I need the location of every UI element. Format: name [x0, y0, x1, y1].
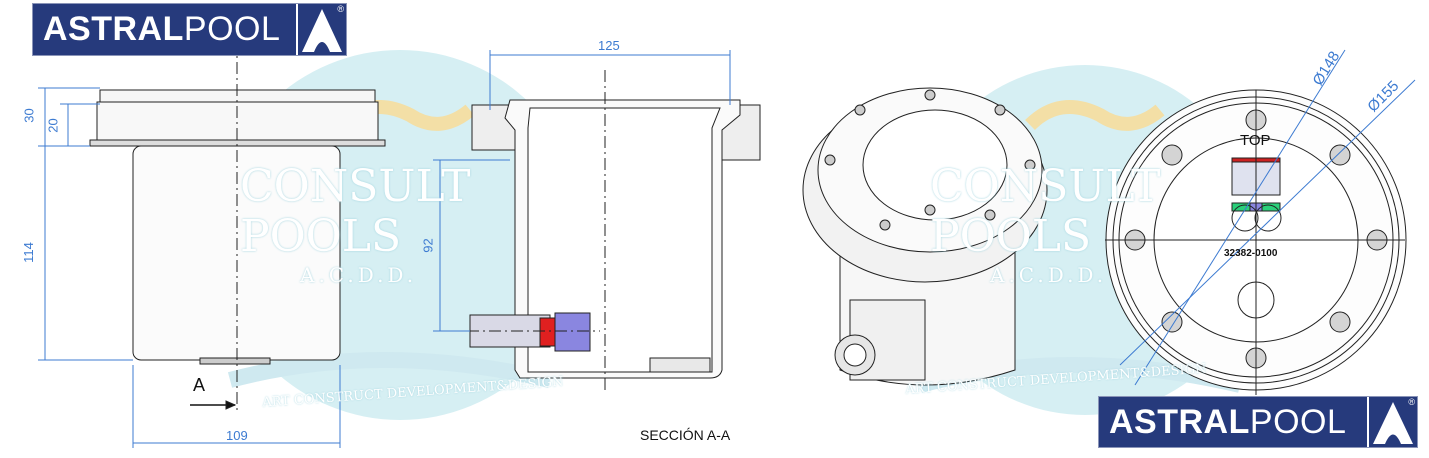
astralpool-logo-top: ASTRALPOOL ®: [32, 3, 347, 56]
dim-flange: 20: [45, 118, 61, 133]
watermark-line2: POOLS: [240, 211, 402, 262]
side-view: [89, 40, 386, 410]
section-caption: SECCIÓN A-A: [640, 427, 731, 443]
section-marker: A: [193, 375, 206, 395]
dim-body-height: 114: [20, 242, 36, 263]
astralpool-logo-bottom: ASTRALPOOL ®: [1098, 396, 1418, 448]
watermark-line2: POOLS: [930, 211, 1092, 262]
watermark-line1: CONSULT: [930, 161, 1161, 212]
top-view-dimensions: [1119, 49, 1416, 386]
dim-section-width: 125: [598, 38, 620, 53]
top-label: TOP: [1240, 132, 1271, 149]
side-view-dimensions: [38, 87, 341, 448]
logo-wordmark: ASTRALPOOL: [1109, 402, 1347, 441]
top-view: [1105, 89, 1407, 395]
logo-triangle-icon: ®: [296, 4, 346, 55]
dim-width: 109: [226, 428, 248, 443]
logo-wordmark: ASTRALPOOL: [43, 10, 281, 48]
logo-triangle-icon: ®: [1367, 397, 1417, 447]
watermark-text-left: CONSULT POOLS A.C.D.D.: [240, 162, 470, 288]
isometric-view: [802, 87, 1048, 386]
section-view-dimensions: [433, 50, 731, 332]
dim-section-height: 92: [420, 238, 436, 253]
watermark-line3: A.C.D.D.: [300, 263, 418, 287]
watermark-line3: A.C.D.D.: [990, 263, 1108, 287]
watermark-text-right: CONSULT POOLS A.C.D.D.: [930, 162, 1160, 288]
watermark-line1: CONSULT: [240, 161, 471, 212]
dim-flange-total: 30: [21, 108, 37, 123]
part-number: 32382-0100: [1224, 248, 1278, 259]
section-view: [445, 70, 761, 390]
